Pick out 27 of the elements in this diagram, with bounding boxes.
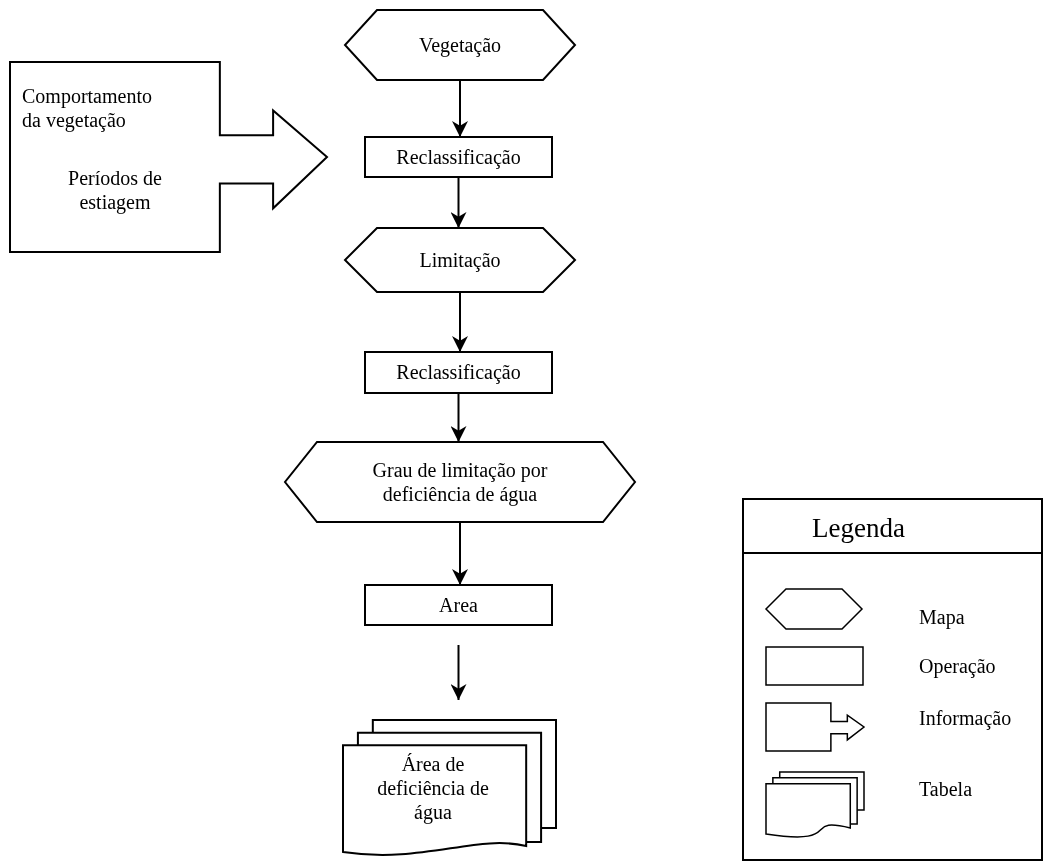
node-label: Vegetação	[417, 33, 503, 57]
node-label: Reclassificação	[395, 360, 522, 384]
arrow	[452, 521, 468, 586]
node-label: Reclassificação	[395, 145, 522, 169]
arrow	[450, 176, 467, 229]
arrow	[450, 644, 467, 701]
legend-label: Informação	[919, 706, 1012, 730]
operation-box	[365, 585, 552, 625]
information-arrow-box	[10, 62, 327, 252]
node-label: Períodos de estiagem	[67, 166, 163, 214]
arrow	[452, 291, 468, 353]
operation-box	[365, 352, 552, 393]
arrow	[450, 392, 467, 443]
map-hexagon	[345, 10, 575, 80]
node-label: Área de deficiência de água	[376, 752, 490, 824]
map-hexagon	[345, 228, 575, 292]
operation-box	[365, 137, 552, 177]
node-label: Area	[438, 593, 479, 617]
node-label: Comportamento da vegetação	[22, 84, 153, 132]
legend-label: Mapa	[919, 605, 965, 629]
legend-label: Tabela	[919, 777, 972, 801]
map-hexagon	[285, 442, 635, 522]
node-label: Limitação	[418, 248, 502, 272]
legend-title: Legenda	[812, 512, 905, 544]
node-label: Grau de limitação por deficiência de água	[371, 458, 549, 506]
arrow	[452, 79, 468, 138]
legend-label: Operação	[919, 654, 996, 678]
